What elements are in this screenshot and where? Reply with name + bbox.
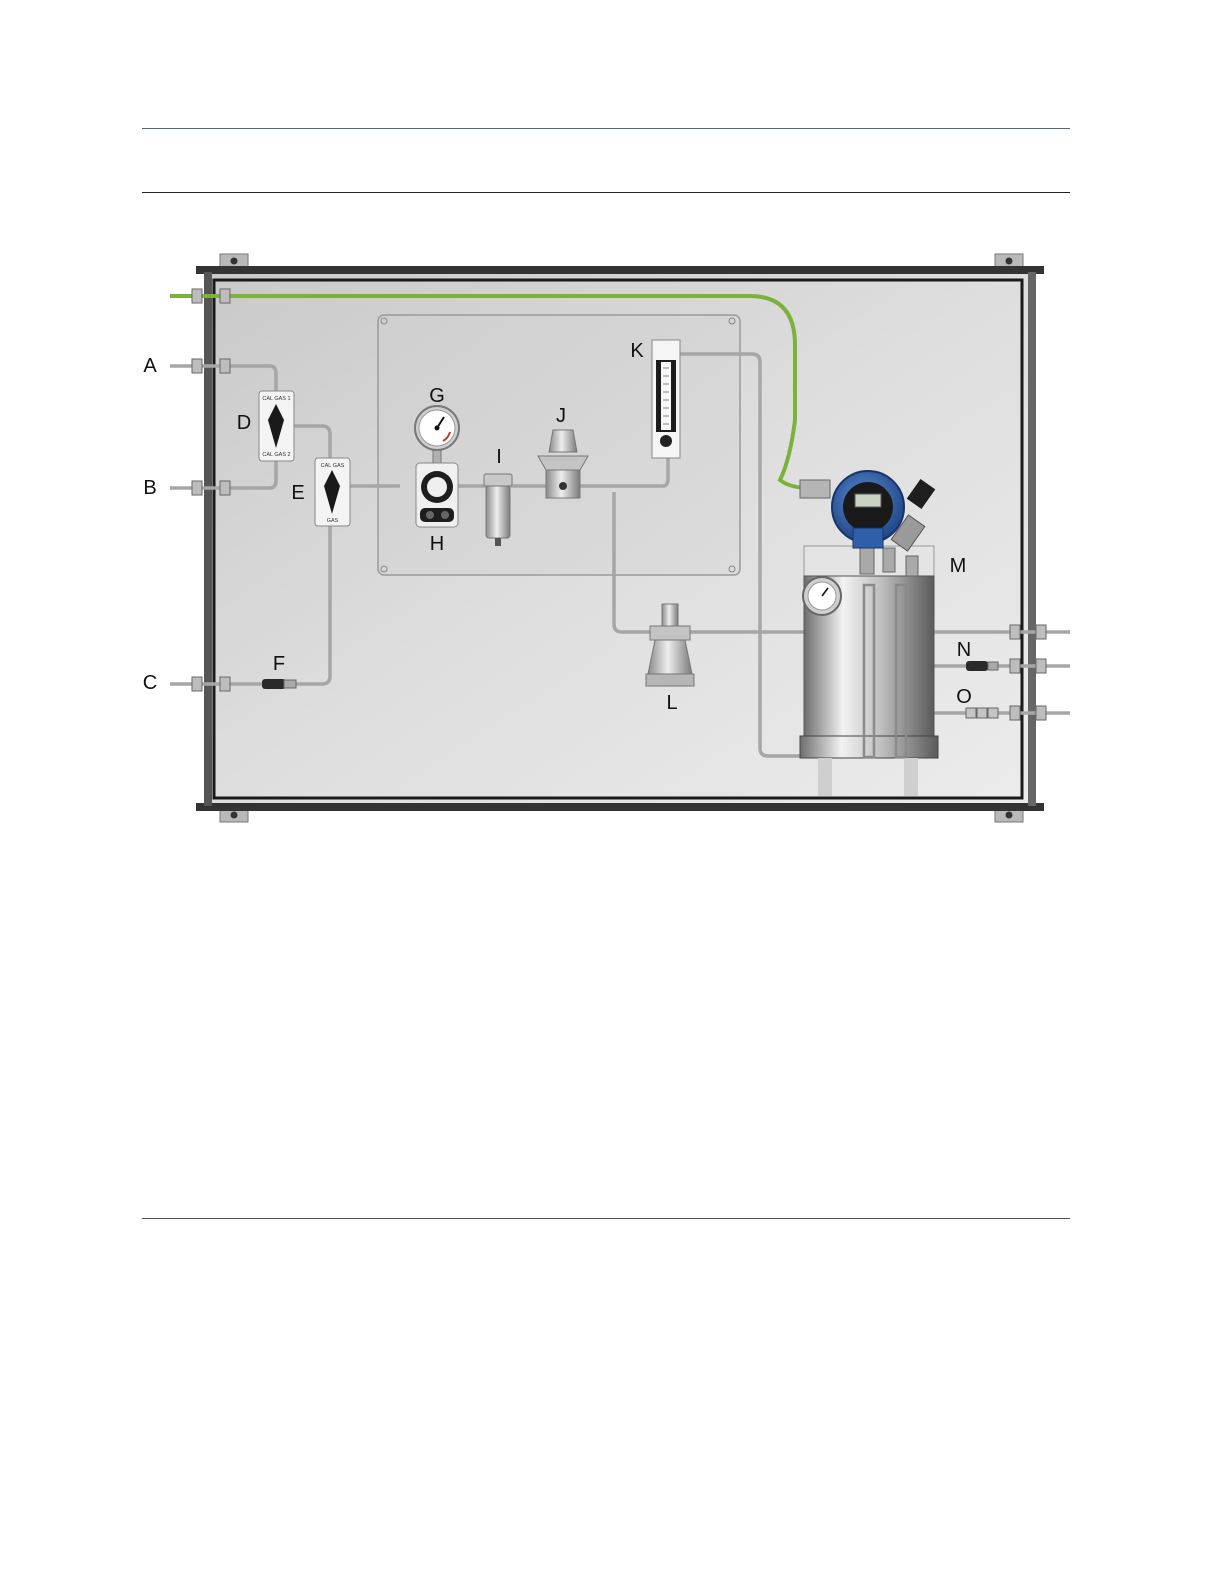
filter-i xyxy=(484,474,512,546)
label-j: J xyxy=(556,405,566,427)
label-a: A xyxy=(143,355,157,377)
footer-rule xyxy=(142,1218,1070,1219)
label-g: G xyxy=(429,385,445,407)
svg-text:CAL GAS 1: CAL GAS 1 xyxy=(262,396,290,402)
gas-selector-valve-e: CAL GAS GAS xyxy=(315,458,350,526)
svg-text:CAL GAS: CAL GAS xyxy=(321,463,345,469)
label-h: H xyxy=(430,533,444,555)
check-valve-n xyxy=(966,661,998,671)
svg-text:CAL GAS 2: CAL GAS 2 xyxy=(262,452,290,458)
sample-system-diagram: CAL GAS 1 CAL GAS 2 CAL GAS GAS xyxy=(130,240,1080,840)
label-n: N xyxy=(957,639,971,661)
svg-text:GAS: GAS xyxy=(327,518,339,524)
cal-gas-selector-valve-d: CAL GAS 1 CAL GAS 2 xyxy=(259,391,294,461)
label-k: K xyxy=(630,340,644,362)
label-i: I xyxy=(496,446,502,468)
label-d: D xyxy=(237,412,251,434)
title-rule xyxy=(142,192,1070,193)
fitting-o xyxy=(966,708,998,718)
flowmeter-k xyxy=(652,340,680,458)
label-o: O xyxy=(956,686,972,708)
label-f: F xyxy=(273,653,285,675)
label-e: E xyxy=(291,482,304,504)
check-valve-f xyxy=(262,679,296,689)
label-b: B xyxy=(143,477,156,499)
pressure-regulator-h xyxy=(416,463,458,527)
label-c: C xyxy=(143,672,157,694)
header-rule xyxy=(142,128,1070,129)
label-m: M xyxy=(950,555,967,577)
label-l: L xyxy=(666,692,677,714)
